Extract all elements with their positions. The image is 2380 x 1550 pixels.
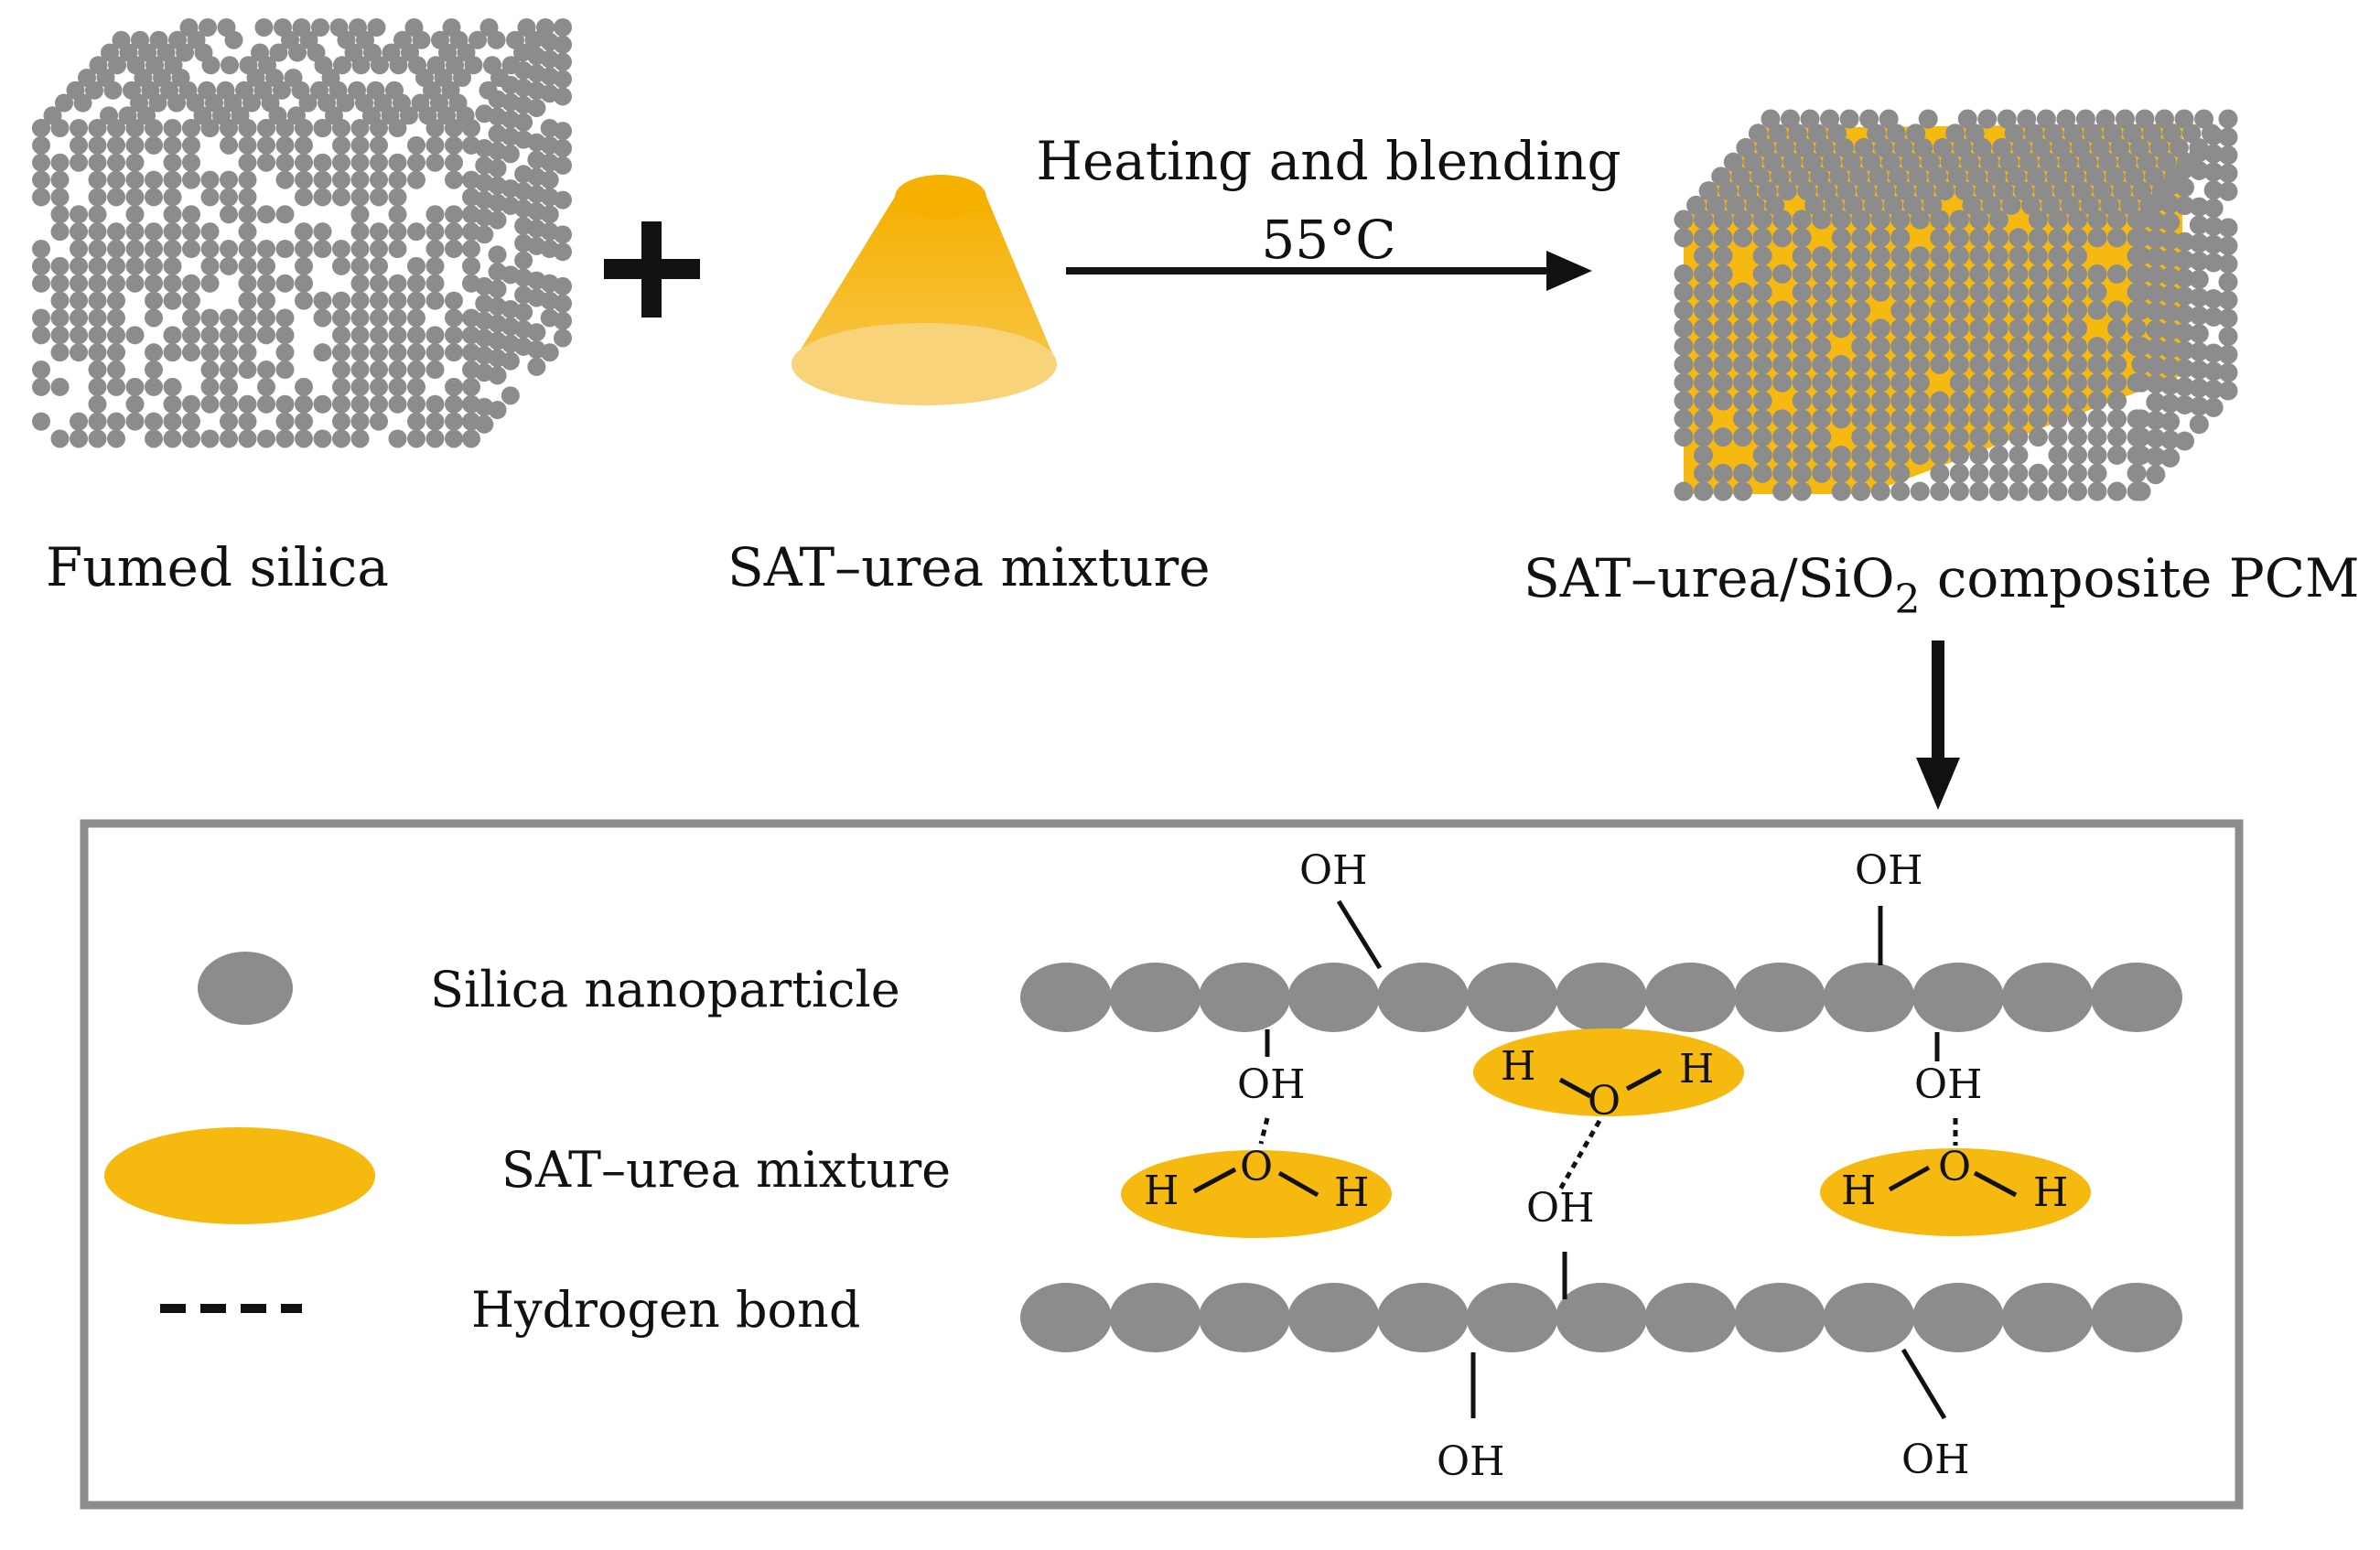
sat-water-molecule-middle xyxy=(1473,1028,1744,1191)
plus-icon xyxy=(604,221,700,318)
silica-nanoparticle xyxy=(1109,1283,1201,1352)
sat-urea-mixture-label: SAT–urea mixture xyxy=(727,536,1211,598)
silica-nanoparticle xyxy=(2001,963,2094,1032)
h-atom-label: H xyxy=(1144,1168,1179,1214)
silica-nanoparticle xyxy=(2091,963,2182,1032)
silica-nanoparticle xyxy=(1823,963,1915,1032)
o-atom-label: O xyxy=(1240,1144,1273,1190)
silica-nanoparticle-icon xyxy=(198,952,293,1025)
oh-bond-line xyxy=(1901,1348,1947,1420)
composite-pcm-block-icon xyxy=(1674,109,2238,501)
oh-label: OH xyxy=(1526,1185,1594,1232)
silica-nanoparticle xyxy=(1199,963,1290,1032)
oh-label: OH xyxy=(1855,847,1922,894)
legend-sat-urea-label: SAT–urea mixture xyxy=(501,1141,951,1199)
o-atom-label: O xyxy=(1588,1078,1621,1125)
oh-label: OH xyxy=(1299,847,1367,894)
composite-pcm-label: SAT–urea/SiO2 composite PCM xyxy=(1524,547,2360,623)
silica-nanoparticle xyxy=(1466,1283,1558,1352)
silica-nanoparticle xyxy=(1377,963,1469,1032)
silica-nanoparticle xyxy=(1556,1283,1647,1352)
silica-nanoparticle xyxy=(1644,1283,1737,1352)
sat-water-molecule-right xyxy=(1820,1118,2091,1236)
fumed-silica-block-icon xyxy=(32,18,572,448)
silica-nanoparticle xyxy=(2001,1283,2094,1352)
legend: Silica nanoparticle SAT–urea mixture Hyd… xyxy=(104,952,951,1339)
silica-nanoparticle xyxy=(1020,1283,1112,1352)
silica-chain-top xyxy=(1020,963,2182,1032)
silica-nanoparticle xyxy=(1287,963,1380,1032)
silica-nanoparticle xyxy=(1287,1283,1380,1352)
silica-nanoparticle xyxy=(1377,1283,1469,1352)
silica-nanoparticle xyxy=(1556,963,1647,1032)
legend-silica-label: Silica nanoparticle xyxy=(430,961,900,1018)
silica-nanoparticle xyxy=(1734,963,1825,1032)
silica-nanoparticle xyxy=(1466,963,1558,1032)
silica-nanoparticle xyxy=(2091,1283,2182,1352)
silica-nanoparticle xyxy=(1199,1283,1290,1352)
h-atom-label: H xyxy=(1501,1043,1535,1090)
silica-nanoparticle xyxy=(1020,963,1112,1032)
legend-hydrogen-bond-label: Hydrogen bond xyxy=(471,1281,860,1339)
h-atom-label: H xyxy=(1679,1046,1714,1093)
oh-label: OH xyxy=(1237,1061,1305,1108)
oh-label: OH xyxy=(1914,1061,1982,1108)
silica-nanoparticle xyxy=(1109,963,1201,1032)
h-atom-label: H xyxy=(2033,1169,2068,1216)
oh-label: OH xyxy=(1901,1437,1969,1483)
o-atom-label: O xyxy=(1938,1144,1971,1190)
sat-urea-ellipse-icon xyxy=(104,1127,375,1224)
oh-bond-line xyxy=(1336,899,1383,970)
process-heating-label: Heating and blending xyxy=(1036,130,1621,192)
process-temperature-label: 55°C xyxy=(1261,209,1395,271)
silica-nanoparticle xyxy=(1644,963,1737,1032)
h-atom-label: H xyxy=(1841,1168,1876,1214)
surface-hydroxyl-groups xyxy=(1265,899,1947,1420)
h-atom-label: H xyxy=(1334,1169,1369,1216)
silica-nanoparticle xyxy=(1912,963,2004,1032)
sat-urea-cone-icon xyxy=(792,175,1057,405)
silica-nanoparticle xyxy=(1912,1283,2004,1352)
sat-water-molecule-left xyxy=(1121,1117,1392,1238)
oh-label: OH xyxy=(1437,1438,1504,1485)
mechanism-labels: OH OH OH OH OH OH OH H O H H O H H O H xyxy=(1144,847,2068,1485)
silica-nanoparticle xyxy=(1734,1283,1825,1352)
fumed-silica-label: Fumed silica xyxy=(46,536,389,598)
process-arrow-icon xyxy=(1066,251,1592,291)
down-arrow-icon xyxy=(1916,640,1960,810)
silica-chain-bottom xyxy=(1020,1283,2182,1352)
silica-nanoparticle xyxy=(1823,1283,1915,1352)
mechanism-frame xyxy=(80,819,2244,1510)
